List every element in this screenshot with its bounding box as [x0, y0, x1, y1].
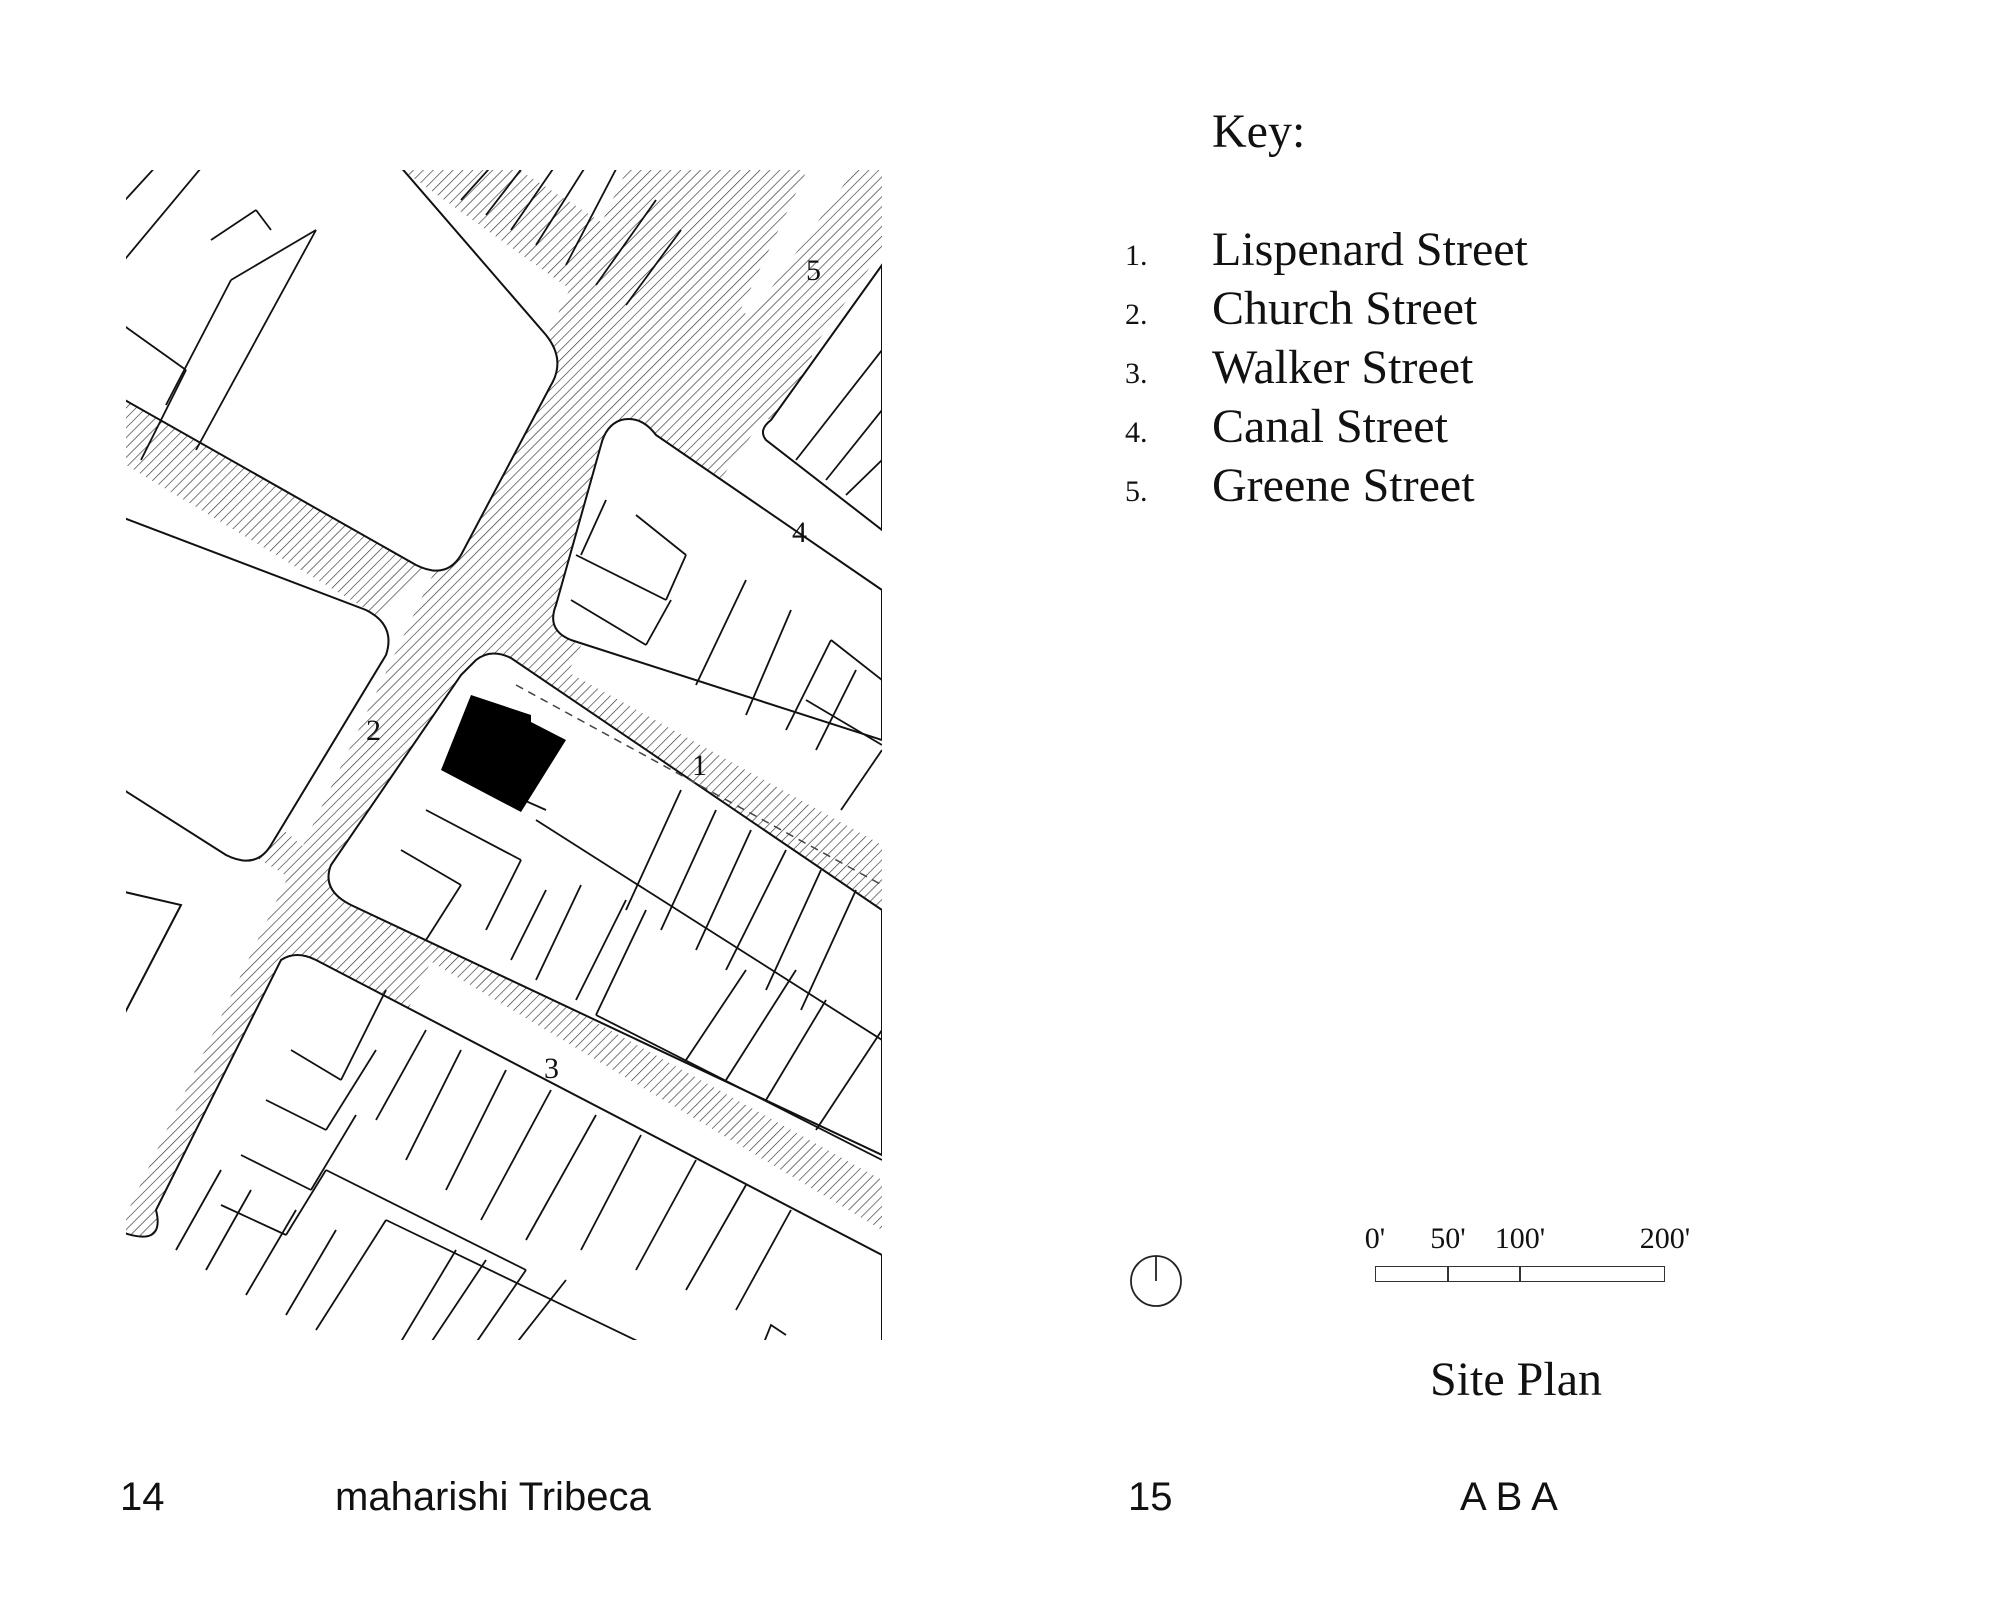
- right-page-number: 15: [1128, 1475, 1173, 1519]
- key-item-label: Lispenard Street: [1212, 223, 1528, 276]
- key-item-label: Greene Street: [1212, 459, 1475, 512]
- site-building: [441, 695, 566, 812]
- scale-tick-label: 50': [1430, 1222, 1466, 1255]
- walker-street-west: [126, 400, 426, 615]
- key-item: 2. Church Street: [1125, 281, 1528, 340]
- left-page-number: 14: [120, 1475, 165, 1519]
- key-item: 3. Walker Street: [1125, 340, 1528, 399]
- block-center-upper: [552, 418, 882, 742]
- site-map: 1 2 3 4 5: [126, 170, 882, 1340]
- block-right-top: [761, 263, 882, 532]
- key-item: 1. Lispenard Street: [1125, 222, 1528, 281]
- key-item-label: Canal Street: [1212, 400, 1448, 453]
- key-item-label: Church Street: [1212, 282, 1478, 335]
- street-label-4: 4: [792, 516, 807, 549]
- scale-segment: [1519, 1266, 1665, 1282]
- scale-segment: [1447, 1266, 1521, 1282]
- lot-lines: [126, 170, 882, 1340]
- street-label-2: 2: [366, 714, 381, 747]
- street-labels: 1 2 3 4 5: [366, 254, 821, 1085]
- north-arrow-icon: [1128, 1253, 1184, 1314]
- key-item-number: 4.: [1125, 416, 1148, 449]
- block-top-left: [126, 170, 559, 572]
- street-label-3: 3: [544, 1052, 559, 1085]
- street-label-1: 1: [692, 749, 707, 782]
- key-list: 1. Lispenard Street 2. Church Street 3. …: [1125, 222, 1528, 517]
- scale-tick-label: 100': [1494, 1222, 1546, 1255]
- key-item-number: 2.: [1125, 298, 1148, 331]
- scale-tick-label: 200': [1639, 1222, 1691, 1255]
- block-lower: [126, 954, 882, 1340]
- street-label-5: 5: [806, 254, 821, 287]
- right-running-title: A B A: [1460, 1475, 1558, 1519]
- left-running-title: maharishi Tribeca: [335, 1475, 651, 1519]
- key-item-number: 3.: [1125, 357, 1148, 390]
- scale-segment: [1375, 1266, 1449, 1282]
- scale-tick-label: 0': [1364, 1222, 1386, 1255]
- key-item-number: 5.: [1125, 475, 1148, 508]
- block-left: [126, 517, 390, 862]
- key-item-label: Walker Street: [1212, 341, 1474, 394]
- plan-title: Site Plan: [1430, 1353, 1603, 1406]
- key-item-number: 1.: [1125, 239, 1148, 272]
- walker-street: [126, 700, 882, 1230]
- key-item: 5. Greene Street: [1125, 458, 1528, 517]
- blocks: [126, 170, 882, 1340]
- key-item: 4. Canal Street: [1125, 399, 1528, 458]
- canal-diagonal: [596, 170, 882, 500]
- key-title: Key:: [1212, 105, 1306, 158]
- site-map-drawing: 1 2 3 4 5: [126, 170, 882, 1340]
- block-bottom-left: [126, 891, 183, 1013]
- scale-bar: 0' 50' 100' 200': [1355, 1222, 1690, 1292]
